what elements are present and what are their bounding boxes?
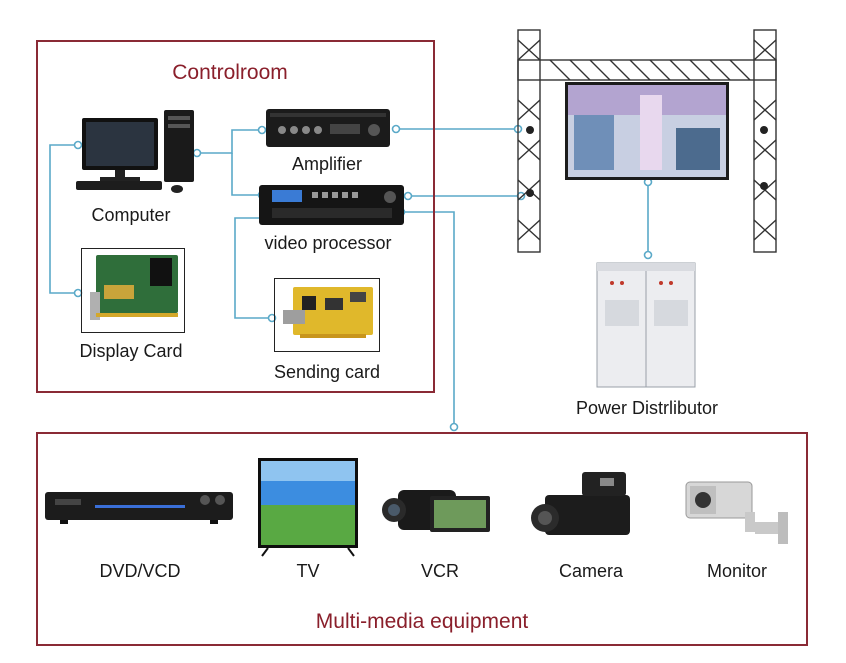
led-screen-truss-icon [517, 29, 777, 253]
power-distributor-label: Power Distrlibutor [575, 398, 719, 418]
dvd-player-icon [45, 492, 233, 524]
controlroom-frame [36, 40, 435, 393]
multimedia-item-monitor-label: Monitor [706, 561, 768, 581]
multimedia-item-dvd-label: DVD/VCD [99, 561, 181, 581]
video-processor-icon [259, 185, 404, 225]
power-distributor-icon [596, 262, 696, 388]
camcorder-icon [382, 490, 490, 532]
amplifier-label: Amplifier [291, 154, 363, 174]
multimedia-item-vcr-label: VCR [420, 561, 460, 581]
amplifier-icon [266, 109, 390, 147]
cctv-camera-icon [685, 481, 788, 544]
computer-label: Computer [91, 205, 171, 225]
controlroom-title: Controlroom [172, 61, 288, 84]
multimedia-item-tv-label: TV [296, 561, 320, 581]
display-card-label: Display Card [79, 341, 183, 361]
video-processor-label: video processor [264, 233, 392, 253]
tv-icon [258, 458, 358, 557]
computer-icon [76, 110, 194, 193]
sending-card-frame [274, 278, 380, 352]
sending-card-label: Sending card [273, 362, 381, 382]
connector-lines [49, 128, 649, 427]
display-card-frame [81, 248, 185, 333]
multimedia-title: Multi-media equipment [315, 610, 529, 633]
multimedia-item-camera-label: Camera [558, 561, 624, 581]
pro-camera-icon [531, 472, 630, 535]
display-card-icon [90, 255, 178, 320]
sending-card-icon [283, 287, 373, 338]
multimedia-frame [36, 432, 808, 646]
